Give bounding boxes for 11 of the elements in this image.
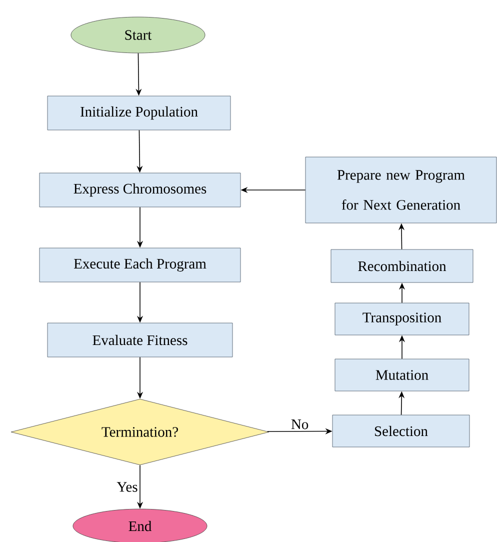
process-box: Mutation <box>334 358 470 392</box>
process-box: Evaluate Fitness <box>47 322 233 358</box>
process-box: Selection <box>332 414 470 448</box>
process-box: Transposition <box>334 302 470 336</box>
edge-label: No <box>290 418 310 430</box>
process-box: Initialize Population <box>47 96 231 130</box>
process-box: Recombination <box>330 249 474 283</box>
process-box: Execute Each Program <box>39 248 241 282</box>
process-box: Prepare new Program for Next Generation <box>305 156 497 224</box>
edge-label: Yes <box>116 481 139 493</box>
process-box: Express Chromosomes <box>39 172 241 208</box>
